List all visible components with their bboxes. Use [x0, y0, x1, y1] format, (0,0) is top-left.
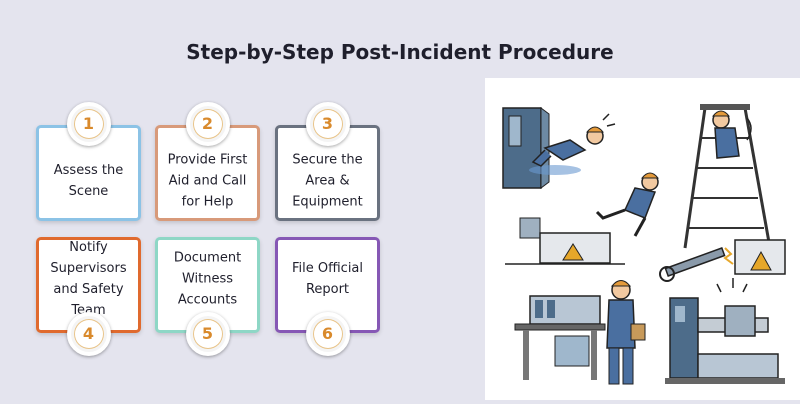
- step-card-6: File Official Report 6: [275, 237, 380, 356]
- electrical-hazard-icon: [723, 239, 786, 275]
- step-label-5: Document Witness Accounts: [173, 250, 242, 308]
- door-icon: [502, 107, 550, 189]
- illustration-svg: [502, 104, 786, 385]
- machine-warning-icon: [505, 217, 625, 265]
- step-label-6: File Official Report: [291, 261, 364, 297]
- worker-falling-icon: [595, 172, 660, 237]
- step-badge-3: 3: [305, 102, 350, 146]
- step-card-4: Notify Supervisors and Safety Team 4: [36, 237, 141, 356]
- step-badge-5: 5: [185, 312, 230, 356]
- step-card-3: 3 Secure the Area & Equipment: [275, 102, 380, 221]
- step-badge-4: 4: [66, 312, 111, 356]
- step-label-4: Notify Supervisors and Safety Team: [50, 240, 127, 318]
- industrial-machine-icon: [665, 278, 785, 384]
- step-card-2: 2 Provide First Aid and Call for Help: [155, 102, 260, 221]
- step-badge-6: 6: [305, 312, 350, 356]
- step-label-1: Assess the Scene: [53, 163, 124, 199]
- step-label-3: Secure the Area & Equipment: [292, 152, 363, 210]
- step-card-5: Document Witness Accounts 5: [155, 237, 260, 356]
- step-card-1: 1 Assess the Scene: [36, 102, 141, 221]
- wrench-icon: [659, 247, 726, 282]
- step-badge-1: 1: [66, 102, 111, 146]
- worker-at-workbench-icon: [514, 280, 646, 385]
- step-label-2: Provide First Aid and Call for Help: [167, 152, 248, 210]
- page-title: Step-by-Step Post-Incident Procedure: [186, 40, 614, 64]
- worker-falling-ladder-icon: [683, 104, 772, 249]
- worker-slipping-icon: [529, 113, 616, 175]
- step-badge-2: 2: [185, 102, 230, 146]
- incident-illustration: [485, 78, 800, 400]
